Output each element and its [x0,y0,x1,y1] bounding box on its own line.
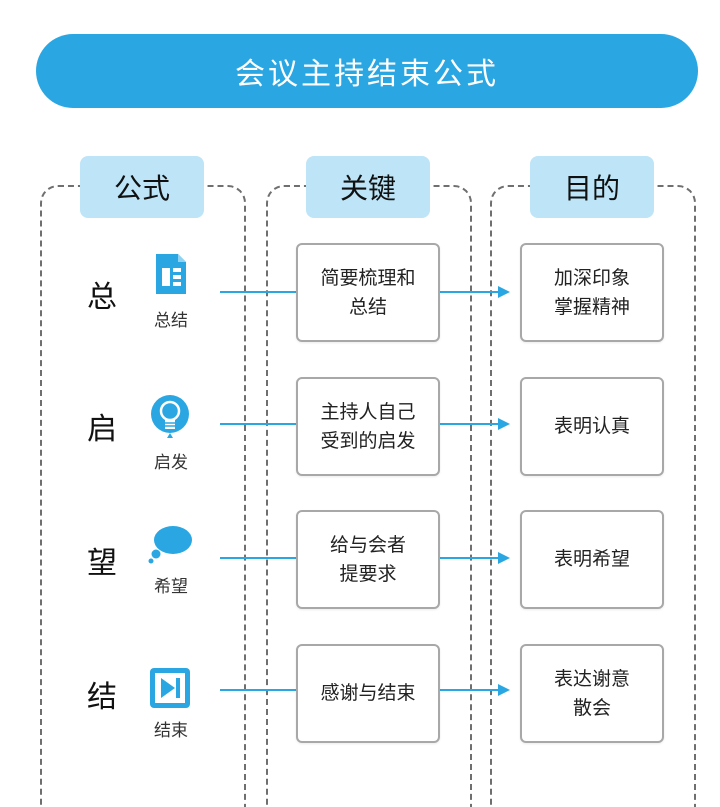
key-text-1: 简要梳理和 总结 [320,266,416,318]
purpose-text-4: 表达谢意 散会 [553,667,630,719]
key-card-2: 主持人自己 受到的启发 [296,377,440,476]
purpose-card-1: 加深印象 掌握精神 [520,243,664,342]
formula-char-2: 启 [87,412,117,447]
key-text-3: 给与会者 提要求 [329,533,406,585]
icon-label-3: 希望 [154,577,188,597]
skip-end-icon [150,668,190,708]
icon-label-1: 总结 [154,311,188,331]
purpose-column-header: 目的 [530,156,654,218]
formula-char-3: 望 [87,546,117,581]
key-card-1: 简要梳理和 总结 [296,243,440,342]
key-column-header: 关键 [306,156,430,218]
flow-arrows [220,286,510,696]
speech-bubble-icon [148,526,192,564]
purpose-card-2: 表明认真 [520,377,664,476]
purpose-card-4: 表达谢意 散会 [520,644,664,743]
purpose-text-2: 表明认真 [553,415,630,437]
formula-char-4: 结 [87,680,117,715]
icon-label-2: 启发 [154,453,188,473]
lightbulb-icon [151,395,189,438]
formula-column-header: 公式 [80,156,204,218]
key-text-4: 感谢与结束 [320,682,416,704]
key-card-4: 感谢与结束 [296,644,440,743]
icon-label-4: 结束 [154,721,188,741]
purpose-text-1: 加深印象 掌握精神 [553,266,630,318]
page-title: 会议主持结束公式 [235,57,499,92]
title-banner: 会议主持结束公式 [36,34,698,108]
key-card-3: 给与会者 提要求 [296,510,440,609]
key-text-2: 主持人自己 受到的启发 [320,400,416,452]
purpose-card-3: 表明希望 [520,510,664,609]
purpose-text-3: 表明希望 [553,548,630,570]
formula-char-1: 总 [87,280,117,315]
document-list-icon [156,254,186,294]
